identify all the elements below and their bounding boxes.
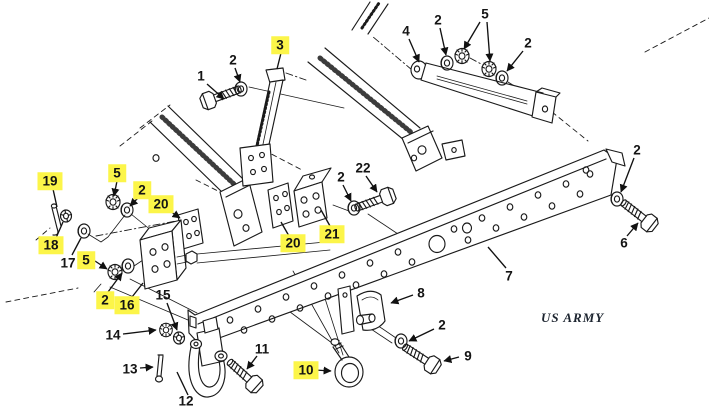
leader-line-21 (320, 209, 331, 227)
leader-line-5 (111, 180, 120, 197)
leader-lines (52, 21, 639, 396)
us-army-caption: US ARMY (541, 310, 605, 325)
leader-line-12 (176, 371, 189, 396)
leader-line-8 (390, 294, 414, 305)
leader-line-2 (439, 27, 449, 56)
leader-line-10 (314, 366, 332, 375)
part-pin-13 (154, 354, 164, 383)
leader-line-2 (619, 157, 635, 193)
part-link-bar-4 (410, 60, 561, 124)
part-nut-5c (105, 193, 121, 211)
leader-line-3 (276, 52, 282, 70)
leader-line-5 (485, 21, 494, 62)
leader-line-14 (122, 326, 157, 335)
part-block-16 (139, 219, 198, 290)
part-lockwasher-18 (59, 209, 73, 223)
leader-line-9 (443, 355, 460, 364)
part-nut-5d (107, 263, 123, 281)
part-clamp-8 (337, 285, 386, 335)
leader-line-2 (342, 184, 352, 202)
leader-line-2 (129, 196, 140, 207)
part-beam-7 (187, 148, 626, 346)
leader-line-15 (166, 302, 179, 331)
part-nut-5b (481, 60, 497, 78)
part-bracket-3 (239, 67, 286, 187)
leader-line-2 (107, 272, 123, 293)
part-frame-arm-right (307, 1, 466, 172)
part-plate-20-center (267, 182, 294, 229)
part-block-21 (293, 167, 332, 228)
leader-line-6 (626, 222, 639, 237)
part-nut-5a (454, 47, 470, 65)
part-bolt-9 (398, 338, 444, 377)
part-bolt-6 (616, 194, 661, 235)
leader-line-2 (506, 50, 524, 72)
leader-line-16 (131, 282, 144, 298)
part-washer-17 (77, 223, 91, 239)
leader-line-5 (94, 260, 108, 270)
leader-line-17 (71, 237, 82, 256)
part-pin-19 (50, 203, 62, 236)
projection-lines (5, 17, 709, 356)
leader-line-11 (246, 355, 258, 370)
part-lockwasher-15 (172, 331, 186, 345)
part-lifting-eye-10 (330, 338, 364, 388)
leader-line-5 (463, 21, 481, 50)
leader-line-19 (52, 188, 58, 208)
leader-line-4 (408, 38, 420, 63)
leader-line-18 (55, 221, 64, 239)
leader-line-2 (233, 67, 242, 83)
leader-line-7 (487, 246, 507, 269)
part-ubolt-12 (188, 338, 228, 398)
part-washer-2h (121, 258, 135, 274)
part-nut-14 (159, 322, 173, 338)
leader-line-20 (280, 221, 290, 237)
leader-line-1 (206, 83, 225, 100)
part-washer-2d (394, 333, 408, 349)
leader-line-22 (365, 175, 378, 193)
part-frame-arm-left (149, 105, 263, 247)
part-bolt-11 (222, 354, 266, 396)
leader-line-13 (139, 363, 154, 372)
leader-line-2 (408, 328, 435, 342)
